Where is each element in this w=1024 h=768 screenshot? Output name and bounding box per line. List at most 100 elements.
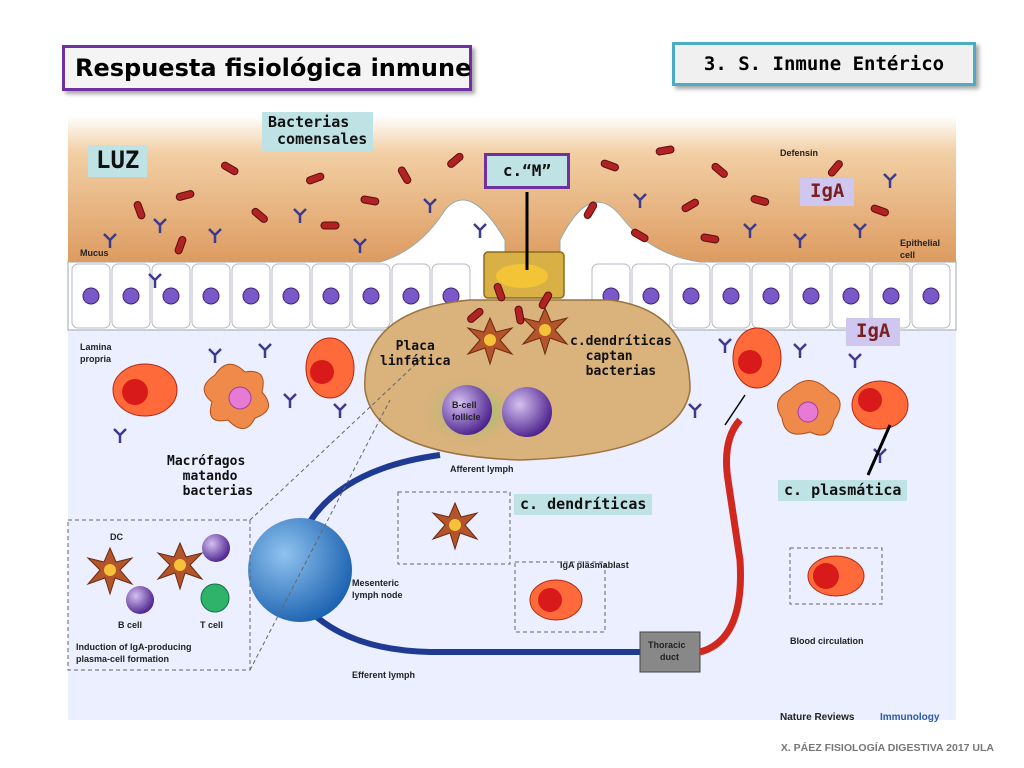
bacterias-comensales-label: Bacterias comensales <box>262 112 374 151</box>
epithelial-nucleus <box>722 287 740 305</box>
epithelial-nucleus <box>402 287 420 305</box>
cdendriticas-label: c. dendríticas <box>514 494 653 516</box>
epithelial-label: Epithelial <box>900 238 940 248</box>
bacterium <box>711 162 728 178</box>
bacterium <box>514 305 525 325</box>
bacterium <box>681 198 700 213</box>
antibody <box>333 403 347 418</box>
section-title: 3. S. Inmune Entérico <box>672 42 976 86</box>
iga-plasmablast <box>529 579 583 621</box>
thoracic-label-2: duct <box>660 652 679 662</box>
antibody <box>793 343 807 358</box>
induction-box <box>67 519 251 671</box>
bacterium <box>133 201 146 220</box>
m-cell-nucleus <box>496 264 548 288</box>
antibody <box>473 223 487 238</box>
efferent-label: Efferent lymph <box>352 670 415 680</box>
bacterium <box>397 166 412 185</box>
macrofagos-label: Macrófagos matando bacterias <box>167 454 254 499</box>
macrophage-cell <box>777 380 841 436</box>
antibody <box>718 338 732 353</box>
macrophage-cell <box>203 363 270 429</box>
bacterium <box>467 307 484 323</box>
dendritic-cell <box>156 541 204 591</box>
bacterium <box>493 283 506 302</box>
dendritic-cell <box>86 546 134 596</box>
epithelial-nucleus <box>202 287 220 305</box>
bacterium <box>630 228 649 243</box>
antibody <box>423 198 437 213</box>
antibody <box>153 218 167 233</box>
blood-label: Blood circulation <box>790 636 864 646</box>
plasma-cell <box>732 327 782 389</box>
callout-line <box>249 399 391 671</box>
antibody <box>793 233 807 248</box>
plasma-cell <box>112 363 178 417</box>
iga-label-mid: IgA <box>846 318 901 346</box>
bacterium <box>700 233 720 244</box>
plasma-cell <box>851 380 909 430</box>
t-cell <box>200 583 230 613</box>
epithelial-nucleus <box>922 287 940 305</box>
epithelial-nucleus <box>322 287 340 305</box>
follicle-label-2: follicle <box>452 412 481 422</box>
follicle-label: B-cell <box>452 400 477 410</box>
induction-label-2: plasma-cell formation <box>76 654 169 664</box>
luz-label: LUZ <box>88 145 148 177</box>
m-cell-label: c.“M” <box>484 153 570 189</box>
callout-line <box>249 359 421 521</box>
epithelial-label-2: cell <box>900 250 915 260</box>
antibody <box>688 403 702 418</box>
tcell-label: T cell <box>200 620 223 630</box>
footer-credit: X. PÁEZ FISIOLOGÍA DIGESTIVA 2017 ULA <box>780 742 994 754</box>
bacterium <box>583 201 598 220</box>
thoracic-label: Thoracic <box>648 640 686 650</box>
plasma-cell <box>807 555 865 597</box>
lamina-label: Lamina <box>80 342 113 352</box>
antibody <box>283 393 297 408</box>
placa-linfatica-label: Placa linfática <box>380 339 451 369</box>
mesenteric-lymph-node <box>248 518 352 622</box>
dc-box <box>397 491 511 565</box>
antibody <box>848 353 862 368</box>
epithelial-nucleus <box>242 287 260 305</box>
plasma-cell <box>305 337 355 399</box>
epithelial-nucleus <box>82 287 100 305</box>
bacteria-group <box>133 145 889 325</box>
epithelial-nucleus <box>842 287 860 305</box>
bacterium <box>174 236 187 255</box>
bacterium <box>360 195 380 206</box>
b-cell-large <box>502 387 552 437</box>
epithelial-nucleus <box>682 287 700 305</box>
dc-label: DC <box>110 532 123 542</box>
nature-label: Nature Reviews <box>780 712 855 723</box>
bacterium <box>306 172 325 185</box>
antibody <box>208 228 222 243</box>
bacterium <box>538 291 553 310</box>
blood-vessel <box>698 417 744 656</box>
plasma-cell-pointer <box>866 424 892 476</box>
antibody <box>353 238 367 253</box>
bacterium <box>655 145 675 156</box>
antibody-group <box>103 173 897 463</box>
antibody <box>148 273 162 288</box>
bcell-label: B cell <box>118 620 142 630</box>
b-cell <box>126 586 154 614</box>
antibody <box>633 193 647 208</box>
antibody <box>208 348 222 363</box>
epithelial-nucleus <box>122 287 140 305</box>
epithelial-nucleus <box>362 287 380 305</box>
mesenteric-label: Mesenteric <box>352 578 399 588</box>
bacterium <box>827 160 843 177</box>
dendritic-cell <box>466 316 514 366</box>
epithelial-nucleus <box>802 287 820 305</box>
cplasmatica-label: c. plasmática <box>778 480 908 502</box>
antibody <box>113 428 127 443</box>
antibody <box>853 223 867 238</box>
arrow-line <box>724 394 746 426</box>
cdendriticas-captan-label: c.dendríticas captan bacterias <box>570 334 672 379</box>
bacterium <box>320 221 340 230</box>
bacterium <box>447 152 464 168</box>
bacterium <box>750 195 770 206</box>
